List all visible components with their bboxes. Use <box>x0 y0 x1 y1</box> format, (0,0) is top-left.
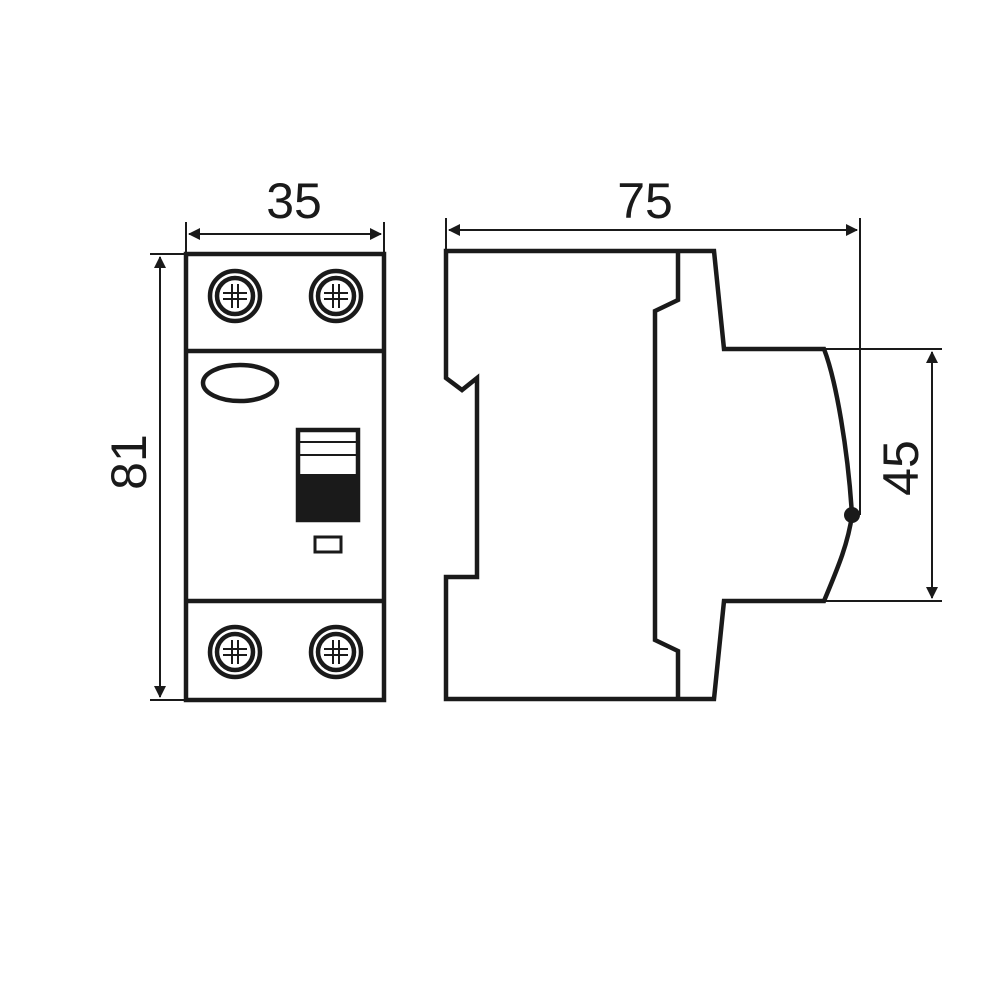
dim-label-height: 81 <box>101 434 157 490</box>
side-body-outline <box>443 248 855 702</box>
screw-top-left-icon <box>210 271 260 321</box>
screw-bottom-right-icon <box>311 627 361 677</box>
dim-label-depth: 75 <box>617 173 673 229</box>
dim-label-width: 35 <box>266 173 322 229</box>
screw-top-right-icon <box>311 271 361 321</box>
toggle-lever <box>295 427 361 523</box>
indicator-window <box>200 362 280 404</box>
dimension-height: 81 <box>101 253 186 701</box>
front-view <box>183 251 387 703</box>
side-knob <box>844 507 860 523</box>
front-body-outline <box>183 251 387 703</box>
dimension-front-height: 45 <box>824 348 942 602</box>
side-view <box>443 248 860 702</box>
side-inner-contour <box>652 251 681 699</box>
test-button <box>313 535 343 554</box>
dim-label-front-height: 45 <box>873 440 929 496</box>
screw-bottom-left-icon <box>210 627 260 677</box>
dimension-depth: 75 <box>445 173 861 515</box>
dimension-width: 35 <box>185 173 385 254</box>
